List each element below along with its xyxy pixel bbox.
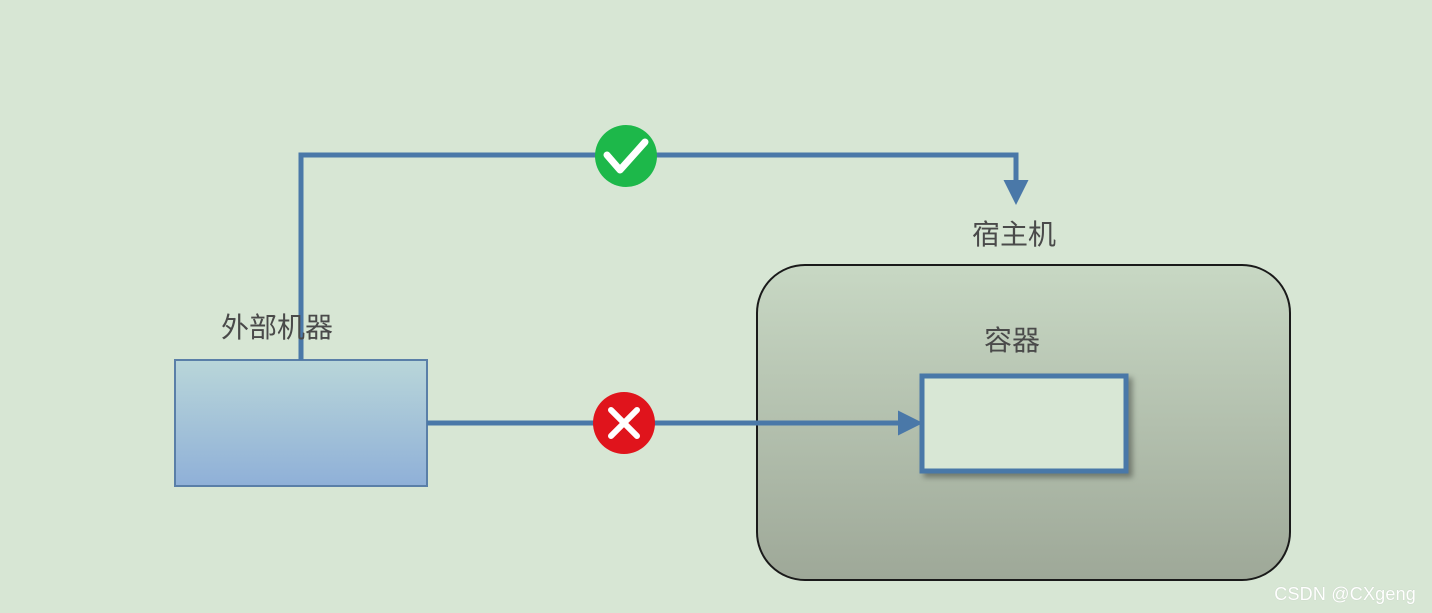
cross-icon	[593, 392, 655, 454]
external-machine-box	[174, 359, 428, 487]
allowed-route-arrow	[298, 152, 1029, 360]
watermark: CSDN @CXgeng	[1274, 584, 1416, 604]
container-label: 容器	[984, 324, 1040, 357]
host-machine-label: 宿主机	[972, 218, 1056, 251]
external-machine-label: 外部机器	[221, 311, 333, 344]
container-box	[919, 373, 1129, 474]
check-icon	[595, 125, 657, 187]
